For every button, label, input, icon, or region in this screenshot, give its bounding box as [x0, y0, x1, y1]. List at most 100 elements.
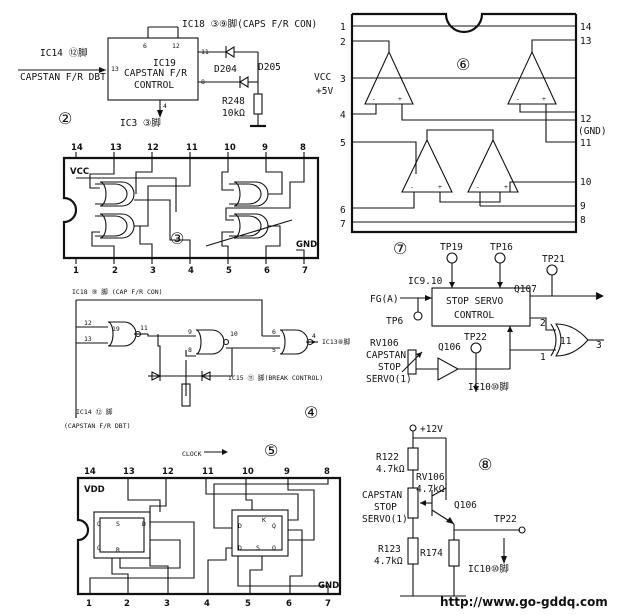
xor-gate-icon	[555, 323, 589, 357]
panel-number-7: ⑦	[393, 239, 407, 258]
svg-text:13: 13	[123, 467, 135, 477]
ic-package-outline	[350, 14, 578, 234]
svg-text:3: 3	[340, 74, 346, 85]
ic15-pin11-label: IC15 ⑪ 脚(BREAK CONTROL)	[228, 373, 323, 382]
potentiometer-rv106-icon	[407, 349, 417, 375]
panel-6-dual-opamp: ⑥ 1 2 3 4 5 6 7 14 13 12 11 10 9 8 VCC +…	[314, 12, 607, 234]
ic-package-outline	[62, 156, 320, 260]
svg-text:10: 10	[580, 177, 592, 188]
svg-text:4: 4	[163, 102, 167, 110]
svg-text:13: 13	[580, 36, 591, 47]
svg-text:12: 12	[84, 319, 92, 327]
gate-number-11: 11	[560, 336, 572, 347]
gnd-label: GND	[296, 240, 317, 250]
svg-text:-: -	[476, 183, 480, 191]
svg-text:11: 11	[140, 324, 148, 332]
svg-text:14: 14	[71, 143, 83, 153]
svg-text:S: S	[116, 520, 120, 528]
supply-terminal-icon	[409, 424, 417, 432]
r122-label: R122	[376, 452, 399, 463]
svg-text:7: 7	[340, 219, 346, 230]
resistor-r248-icon	[253, 93, 263, 115]
plus-12v-label: +12V	[420, 424, 443, 435]
svg-text:5: 5	[340, 138, 346, 149]
tp22-label: TP22	[464, 332, 487, 343]
q107-label: Q107	[514, 284, 537, 295]
panel-number-2: ②	[58, 109, 72, 128]
svg-text:4: 4	[204, 599, 210, 609]
ic18-pin9-label: IC18 ⑨ 脚 (CAP F/R CON)	[72, 287, 163, 296]
nand-gate-icon	[195, 329, 225, 355]
resistor-r174-icon	[448, 539, 460, 567]
plus-5v-label: +5V	[316, 86, 333, 97]
svg-text:-: -	[372, 95, 376, 103]
test-point-icon	[494, 252, 506, 264]
svg-text:8: 8	[300, 143, 306, 153]
svg-text:10: 10	[230, 330, 238, 338]
resistor-r123-icon	[407, 537, 419, 565]
resistor-r122-icon	[407, 447, 419, 471]
svg-text:6: 6	[264, 266, 270, 276]
svg-text:6: 6	[340, 205, 346, 216]
capstan-fr-dbt-label-2: (CAPSTAN F/R DBT)	[64, 422, 131, 430]
nor-gate-icon	[99, 181, 135, 207]
tp22-label-2: TP22	[494, 514, 517, 525]
svg-text:4: 4	[188, 266, 194, 276]
svg-text:14: 14	[580, 22, 592, 33]
svg-text:9: 9	[284, 467, 290, 477]
svg-text:3: 3	[150, 266, 156, 276]
svg-text:8: 8	[188, 346, 192, 354]
svg-text:3: 3	[596, 340, 602, 351]
svg-text:6: 6	[143, 42, 147, 50]
svg-text:Q: Q	[272, 544, 276, 552]
ic18-pin39-label: IC18 ③⑨脚(CAPS F/R CON)	[182, 19, 317, 30]
panel-2-ic-pinout: 14 13 12 11 10 9 8 1 2 3 4 5 6 7 VCC GND	[62, 143, 320, 276]
svg-text:12: 12	[580, 114, 591, 125]
svg-text:D: D	[238, 522, 242, 530]
diode-icon	[200, 371, 211, 381]
svg-text:7: 7	[302, 266, 308, 276]
ic10-pin10-label-2: IC10⑩脚	[468, 564, 509, 575]
diode-d205-icon	[238, 76, 249, 88]
capstan-label-2: CAPSTAN	[362, 490, 402, 501]
svg-text:12: 12	[172, 42, 180, 50]
svg-text:5: 5	[245, 599, 251, 609]
svg-text:-: -	[516, 95, 520, 103]
svg-text:10: 10	[224, 143, 236, 153]
svg-text:4: 4	[340, 110, 346, 121]
ic14-pin12-label: IC14 ⑫脚	[40, 48, 88, 59]
clock-label: CLOCK	[182, 450, 202, 458]
potentiometer-rv106-icon	[407, 487, 419, 519]
ic19-name-line2: CONTROL	[134, 80, 174, 91]
stop-label-2: STOP	[374, 502, 397, 513]
stop-label: STOP	[378, 362, 401, 373]
svg-text:8: 8	[580, 215, 586, 226]
stop-servo-control-box	[431, 287, 531, 327]
svg-text:7: 7	[325, 599, 331, 609]
svg-text:+: +	[542, 95, 546, 103]
test-point-icon	[446, 252, 458, 264]
gnd-label-3: (GND)	[578, 126, 607, 137]
nand-gate-icon	[279, 329, 309, 355]
vcc-label: VCC	[70, 167, 89, 177]
ic19-label: IC19	[153, 58, 176, 69]
svg-text:+: +	[504, 183, 508, 191]
diode-icon	[151, 371, 162, 381]
d205-label: D205	[258, 62, 281, 73]
svg-text:1: 1	[340, 22, 346, 33]
svg-text:D: D	[142, 520, 146, 528]
ic10-pin10-label: IC10⑩脚	[468, 382, 509, 393]
tp19-label: TP19	[440, 242, 463, 253]
svg-text:2: 2	[340, 37, 346, 48]
test-point-icon	[413, 311, 423, 321]
stop-servo-label: STOP SERVO	[446, 296, 503, 307]
test-point-icon	[470, 342, 482, 354]
svg-text:3: 3	[164, 599, 170, 609]
r248-label: R248	[222, 96, 245, 107]
svg-text:6: 6	[272, 328, 276, 336]
watermark-url: http://www.go-gddq.com	[440, 595, 608, 609]
opamp-icon	[467, 138, 519, 193]
svg-text:10: 10	[242, 467, 254, 477]
ic19-box	[107, 37, 199, 101]
